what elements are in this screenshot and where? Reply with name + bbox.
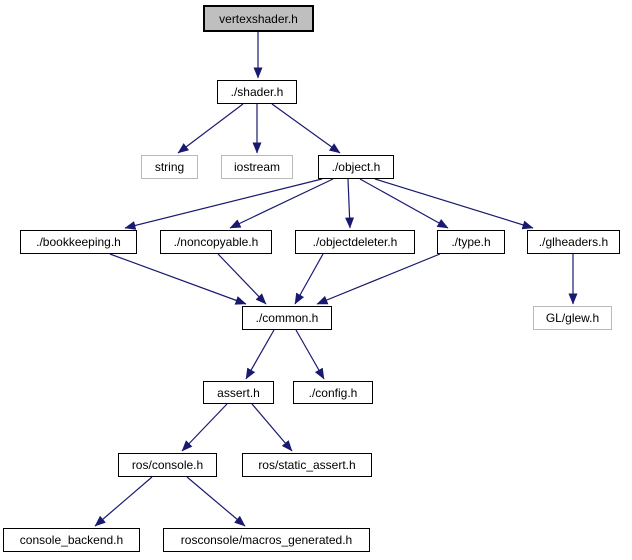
- edge-ros-console-to-console-backend: [94, 476, 153, 527]
- edge-object-to-objectdeleter: [345, 178, 355, 229]
- edge-assert-to-static-assert: [251, 403, 293, 452]
- edge-assert-to-ros-console: [181, 403, 228, 452]
- edge-shader-to-string: [177, 103, 244, 154]
- edge-noncopyable-to-common: [217, 253, 267, 305]
- node-bookkeeping[interactable]: ./bookkeeping.h: [20, 230, 137, 254]
- edge-ros-console-to-macros-generated: [186, 476, 246, 527]
- edge-object-to-glheaders: [374, 178, 534, 230]
- node-object[interactable]: ./object.h: [318, 155, 394, 179]
- node-macros-generated[interactable]: rosconsole/macros_generated.h: [163, 528, 370, 552]
- edge-object-to-type: [359, 178, 449, 229]
- node-assert[interactable]: assert.h: [203, 381, 274, 404]
- edge-common-to-assert: [245, 329, 275, 380]
- node-noncopyable[interactable]: ./noncopyable.h: [160, 230, 272, 254]
- edge-bookkeeping-to-common: [109, 253, 247, 305]
- edge-type-to-common: [316, 253, 441, 305]
- node-string: string: [141, 155, 198, 179]
- edge-shader-to-object: [271, 103, 341, 154]
- edge-object-to-noncopyable: [229, 178, 334, 229]
- edge-objectdeleter-to-common: [294, 253, 324, 305]
- node-type[interactable]: ./type.h: [437, 230, 505, 254]
- node-ros-console[interactable]: ros/console.h: [118, 453, 217, 477]
- node-config[interactable]: ./config.h: [293, 381, 373, 404]
- edge-object-to-bookkeeping: [124, 178, 323, 230]
- node-common[interactable]: ./common.h: [242, 306, 332, 330]
- node-glheaders[interactable]: ./glheaders.h: [527, 230, 620, 254]
- edge-common-to-config: [295, 329, 325, 380]
- node-vertexshader: vertexshader.h: [203, 5, 314, 32]
- node-static-assert[interactable]: ros/static_assert.h: [242, 453, 372, 477]
- node-objectdeleter[interactable]: ./objectdeleter.h: [295, 230, 415, 254]
- node-iostream: iostream: [221, 155, 293, 179]
- node-glew: GL/glew.h: [533, 306, 612, 330]
- node-console-backend[interactable]: console_backend.h: [3, 528, 140, 552]
- node-shader[interactable]: ./shader.h: [217, 80, 297, 104]
